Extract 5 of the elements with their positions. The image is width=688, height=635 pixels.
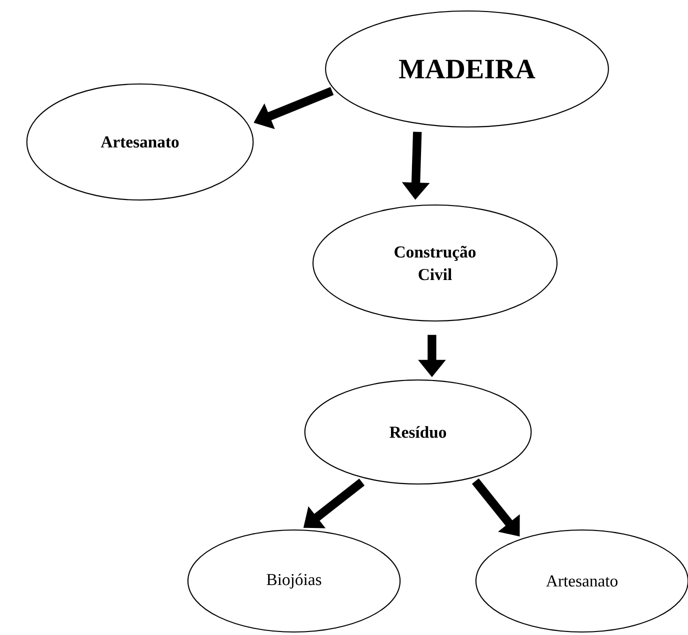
ellipse-node: Resíduo bbox=[304, 379, 532, 485]
ellipse-node: Biojóias bbox=[187, 529, 401, 633]
ellipse-node: MADEIRA bbox=[325, 10, 609, 128]
ellipse-node: Construção Civil bbox=[312, 204, 558, 322]
ellipse-node: Artesanato bbox=[26, 83, 254, 201]
